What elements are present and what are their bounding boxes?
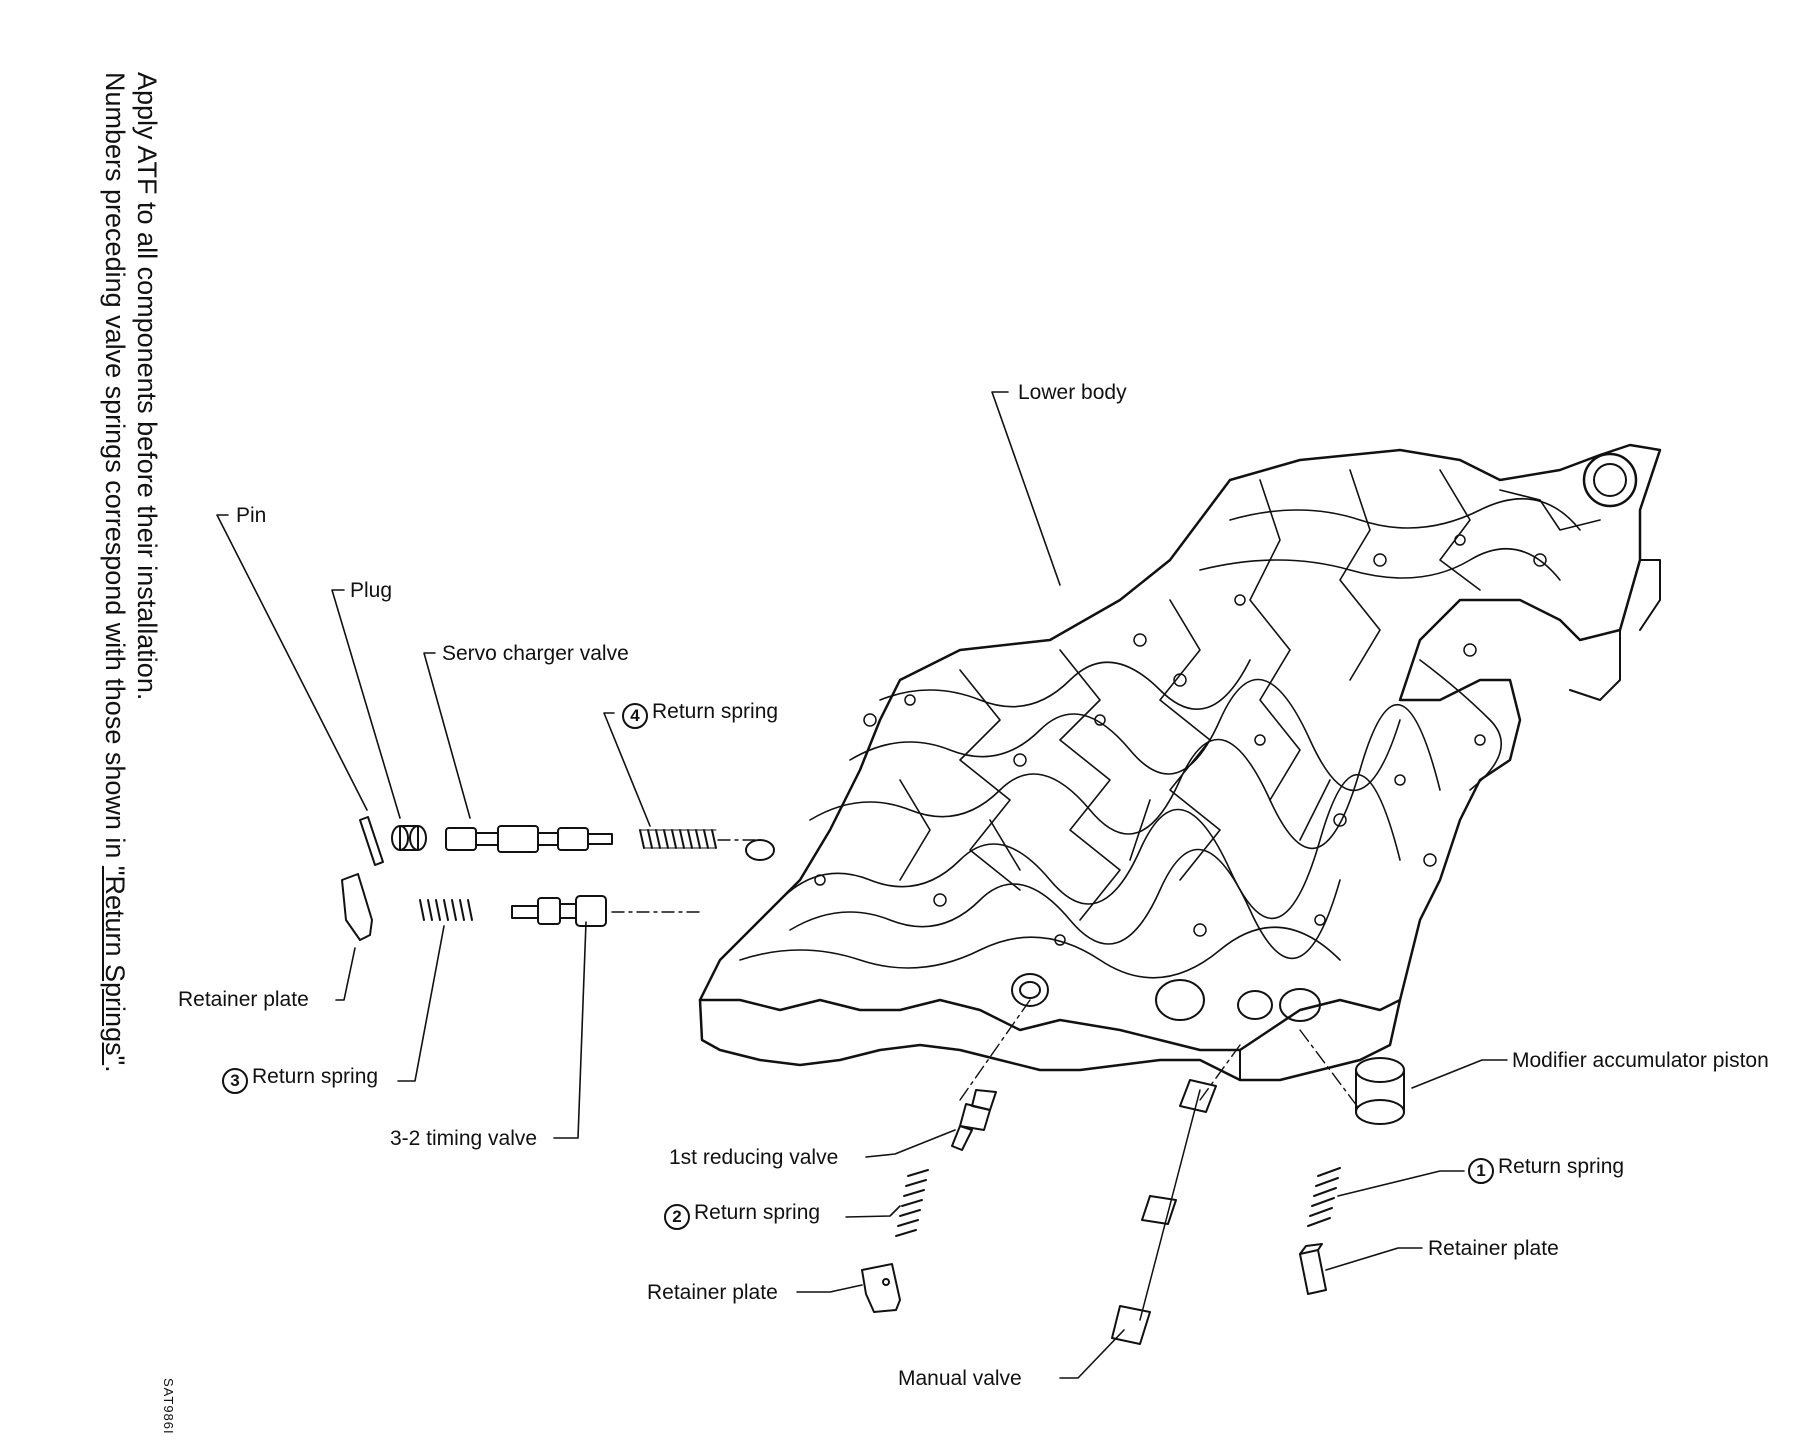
pin-drawing xyxy=(359,816,384,866)
retainer-plate-right-drawing xyxy=(1299,1243,1327,1295)
return-springs-link[interactable]: "Return Springs" xyxy=(100,865,130,1066)
retainer-plate-center-drawing xyxy=(861,1263,901,1313)
manual-valve-drawing xyxy=(1111,1044,1241,1345)
lower-body-drawing xyxy=(698,443,1662,1082)
servo-charger-valve-drawing xyxy=(445,825,613,853)
return-spring-3-drawing xyxy=(419,899,473,921)
label-retainer-plate-left: Retainer plate xyxy=(178,988,309,1011)
timing-valve-drawing xyxy=(511,895,607,927)
label-lower-body: Lower body xyxy=(1018,381,1127,404)
label-retainer-plate-center: Retainer plate xyxy=(647,1281,778,1304)
label-servo-charger-valve: Servo charger valve xyxy=(442,642,629,665)
plug-drawing xyxy=(391,825,427,851)
return-spring-4-drawing xyxy=(639,829,717,849)
return-spring-2-drawing xyxy=(895,1169,929,1237)
modifier-accumulator-piston-drawing xyxy=(1299,1029,1405,1125)
spring-number-1: 1 xyxy=(1468,1158,1494,1184)
label-retainer-plate-right: Retainer plate xyxy=(1428,1237,1559,1260)
spring-number-4: 4 xyxy=(622,703,648,729)
note-spring-numbers: Numbers preceding valve springs correspo… xyxy=(100,72,130,1073)
label-manual-valve: Manual valve xyxy=(898,1367,1022,1390)
retainer-plate-left-drawing xyxy=(341,873,373,941)
spring-number-3: 3 xyxy=(222,1068,248,1094)
label-1st-reducing-valve: 1st reducing valve xyxy=(669,1146,839,1169)
label-3-2-timing-valve: 3-2 timing valve xyxy=(390,1127,538,1150)
return-spring-1-drawing xyxy=(1307,1167,1341,1227)
label-modifier-accumulator-piston: Modifier accumulator piston xyxy=(1512,1049,1769,1072)
label-plug: Plug xyxy=(350,579,393,602)
label-pin: Pin xyxy=(236,504,267,527)
leader-lines xyxy=(216,391,1508,1379)
figure-id: SAT986I xyxy=(161,1378,176,1435)
first-reducing-valve-drawing xyxy=(951,999,1031,1151)
spring-number-2: 2 xyxy=(664,1204,690,1230)
note-apply-atf: Apply ATF to all components before their… xyxy=(132,72,162,701)
